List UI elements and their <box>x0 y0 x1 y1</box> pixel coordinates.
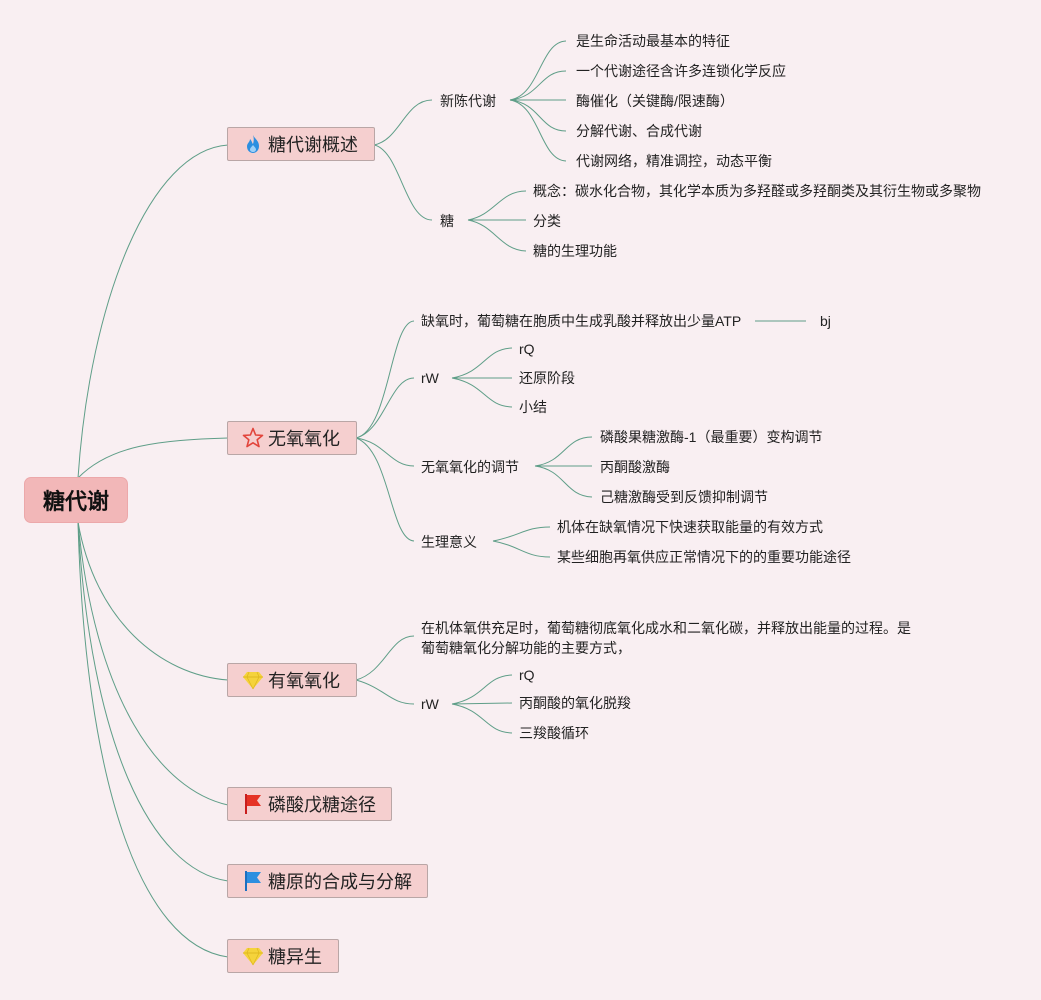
branch-aerobic-label: 有氧氧化 <box>268 671 340 691</box>
anaerobic-definition-child[interactable]: bj <box>820 313 831 329</box>
branch-anaerobic-label: 无氧氧化 <box>268 429 340 449</box>
sugar-item[interactable]: 糖的生理功能 <box>533 243 617 259</box>
regulation-item[interactable]: 丙酮酸激酶 <box>600 459 670 475</box>
significance-item[interactable]: 机体在缺氧情况下快速获取能量的有效方式 <box>557 519 823 535</box>
node-anaerobic-significance[interactable]: 生理意义 <box>421 534 477 550</box>
node-metabolism[interactable]: 新陈代谢 <box>440 93 496 109</box>
branch-overview-label: 糖代谢概述 <box>268 135 358 155</box>
metabolism-item[interactable]: 分解代谢、合成代谢 <box>576 123 702 139</box>
aerobic-rw-item[interactable]: 三羧酸循环 <box>519 725 589 741</box>
aerobic-definition-line2[interactable]: 葡萄糖氧化分解功能的主要方式， <box>421 640 631 656</box>
branch-glycogen[interactable]: 糖原的合成与分解 <box>227 864 428 898</box>
branch-glycogen-label: 糖原的合成与分解 <box>268 872 412 892</box>
aerobic-rw-item[interactable]: rQ <box>519 667 535 683</box>
node-anaerobic-regulation[interactable]: 无氧氧化的调节 <box>421 459 519 475</box>
fire-icon <box>242 133 264 155</box>
branch-gluconeogenesis[interactable]: 糖异生 <box>227 939 339 973</box>
anaerobic-rw-item[interactable]: rQ <box>519 341 535 357</box>
sugar-item[interactable]: 分类 <box>533 213 561 229</box>
red-flag-icon <box>242 793 264 815</box>
node-anaerobic-rw[interactable]: rW <box>421 370 439 386</box>
metabolism-item[interactable]: 一个代谢途径含许多连锁化学反应 <box>576 63 786 79</box>
aerobic-rw-item[interactable]: 丙酮酸的氧化脱羧 <box>519 695 631 711</box>
star-icon <box>242 427 264 449</box>
root-label: 糖代谢 <box>42 489 109 514</box>
aerobic-definition-line1[interactable]: 在机体氧供充足时，葡萄糖彻底氧化成水和二氧化碳，并释放出能量的过程。是 <box>421 620 911 636</box>
diamond-icon <box>242 669 264 691</box>
branch-gluconeogenesis-label: 糖异生 <box>268 947 322 967</box>
anaerobic-rw-item[interactable]: 还原阶段 <box>519 370 575 386</box>
anaerobic-rw-item[interactable]: 小结 <box>519 399 547 415</box>
diamond-icon <box>242 945 264 967</box>
metabolism-item[interactable]: 酶催化（关键酶/限速酶） <box>576 93 734 109</box>
branch-overview[interactable]: 糖代谢概述 <box>227 127 375 161</box>
node-aerobic-rw[interactable]: rW <box>421 696 439 712</box>
branch-aerobic[interactable]: 有氧氧化 <box>227 663 357 697</box>
branch-anaerobic[interactable]: 无氧氧化 <box>227 421 357 455</box>
branch-pentose[interactable]: 磷酸戊糖途径 <box>227 787 392 821</box>
blue-flag-icon <box>242 870 264 892</box>
significance-item[interactable]: 某些细胞再氧供应正常情况下的的重要功能途径 <box>557 549 851 565</box>
metabolism-item[interactable]: 代谢网络，精准调控，动态平衡 <box>576 153 772 169</box>
metabolism-item[interactable]: 是生命活动最基本的特征 <box>576 33 730 49</box>
regulation-item[interactable]: 磷酸果糖激酶-1（最重要）变构调节 <box>600 429 823 445</box>
root-node[interactable]: 糖代谢 <box>25 478 127 522</box>
regulation-item[interactable]: 己糖激酶受到反馈抑制调节 <box>600 489 768 505</box>
sugar-item[interactable]: 概念：碳水化合物，其化学本质为多羟醛或多羟酮类及其衍生物或多聚物 <box>533 183 981 199</box>
anaerobic-definition[interactable]: 缺氧时，葡萄糖在胞质中生成乳酸并释放出少量ATP <box>421 313 742 329</box>
node-sugar[interactable]: 糖 <box>440 213 454 229</box>
branch-pentose-label: 磷酸戊糖途径 <box>268 795 376 815</box>
